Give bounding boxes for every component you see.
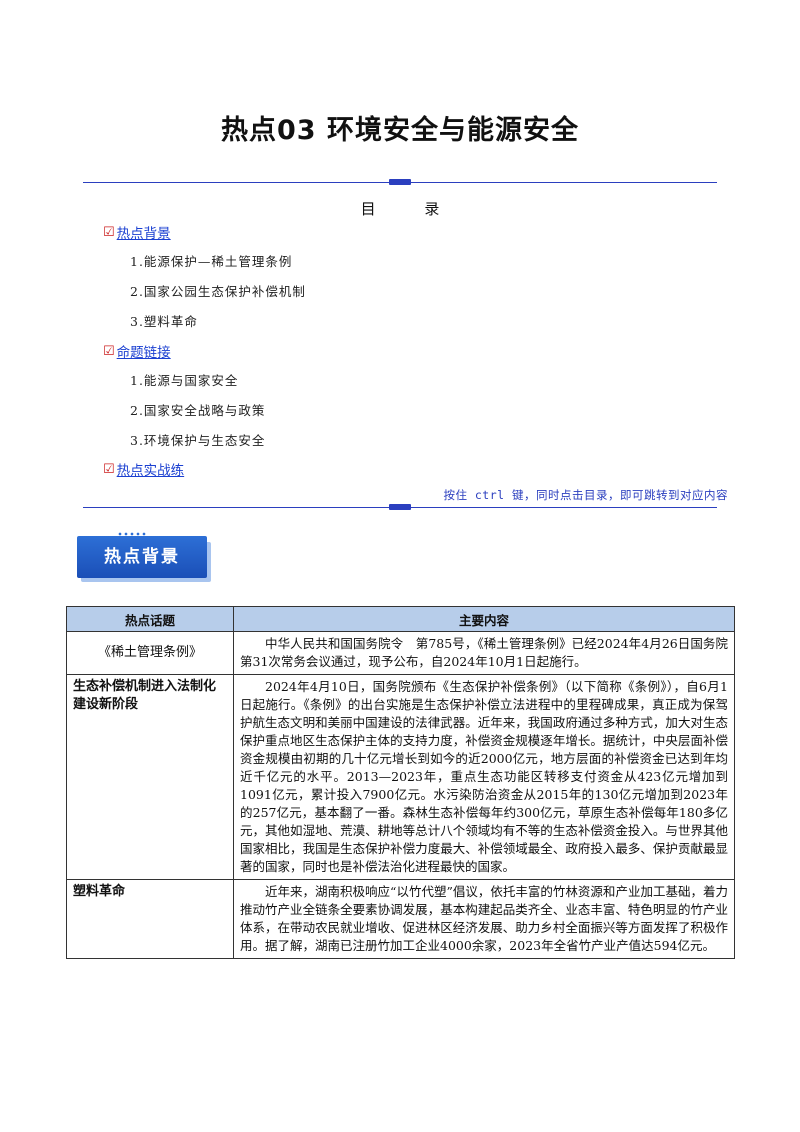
column-header-content: 主要内容: [233, 606, 735, 632]
badge-background: [77, 536, 207, 578]
section-badge: 热点背景: [77, 532, 211, 582]
table-row: 塑料革命 近年来，湖南积极响应“以竹代塑”倡议，依托丰富的竹林资源和产业加工基础…: [66, 879, 735, 959]
badge-dots: [117, 532, 147, 536]
table-header-row: 热点话题 主要内容: [66, 606, 735, 632]
toc-item[interactable]: 3.环境保护与生态安全: [130, 433, 266, 448]
toc-section-hot-background[interactable]: ☑ 热点背景: [103, 222, 171, 243]
table-row: 生态补偿机制进入法制化建设新阶段 2024年4月10日，国务院颁布《生态保护补偿…: [66, 674, 735, 880]
divider-tab-bottom: [389, 504, 411, 510]
topic-cell: 生态补偿机制进入法制化建设新阶段: [66, 674, 234, 880]
toc-link[interactable]: 热点实战练: [116, 463, 185, 479]
toc-hint: 按住 ctrl 键，同时点击目录，即可跳转到对应内容: [443, 488, 728, 502]
toc-link[interactable]: 热点背景: [116, 226, 171, 242]
toc-item[interactable]: 2.国家公园生态保护补偿机制: [130, 284, 306, 299]
content-cell: 中华人民共和国国务院令 第785号，《稀土管理条例》已经2024年4月26日国务…: [233, 631, 735, 675]
content-cell: 近年来，湖南积极响应“以竹代塑”倡议，依托丰富的竹林资源和产业加工基础，着力推动…: [233, 879, 735, 959]
checkbox-icon: ☑: [103, 343, 115, 359]
checkbox-icon: ☑: [103, 461, 115, 477]
page-title: 热点03 环境安全与能源安全: [221, 115, 579, 146]
topic-cell: 《稀土管理条例》: [66, 631, 234, 675]
topics-table: 热点话题 主要内容 《稀土管理条例》 中华人民共和国国务院令 第785号，《稀土…: [66, 606, 735, 959]
toc-item[interactable]: 3.塑料革命: [130, 314, 198, 329]
toc-item[interactable]: 2.国家安全战略与政策: [130, 403, 266, 418]
badge-label: 热点背景: [104, 547, 180, 567]
toc-item[interactable]: 1.能源保护—稀土管理条例: [130, 254, 293, 269]
divider-tab-top: [389, 179, 411, 185]
toc-link[interactable]: 命题链接: [116, 345, 171, 361]
column-header-topic: 热点话题: [66, 606, 234, 632]
toc-section-topic-links[interactable]: ☑ 命题链接: [103, 341, 171, 362]
checkbox-icon: ☑: [103, 224, 115, 240]
toc-section-practice[interactable]: ☑ 热点实战练: [103, 459, 185, 480]
content-cell: 2024年4月10日，国务院颁布《生态保护补偿条例》（以下简称《条例》），自6月…: [233, 674, 735, 880]
table-row: 《稀土管理条例》 中华人民共和国国务院令 第785号，《稀土管理条例》已经202…: [66, 631, 735, 675]
toc-item[interactable]: 1.能源与国家安全: [130, 373, 239, 388]
topic-cell: 塑料革命: [66, 879, 234, 959]
toc-heading: 目 录: [360, 200, 462, 218]
